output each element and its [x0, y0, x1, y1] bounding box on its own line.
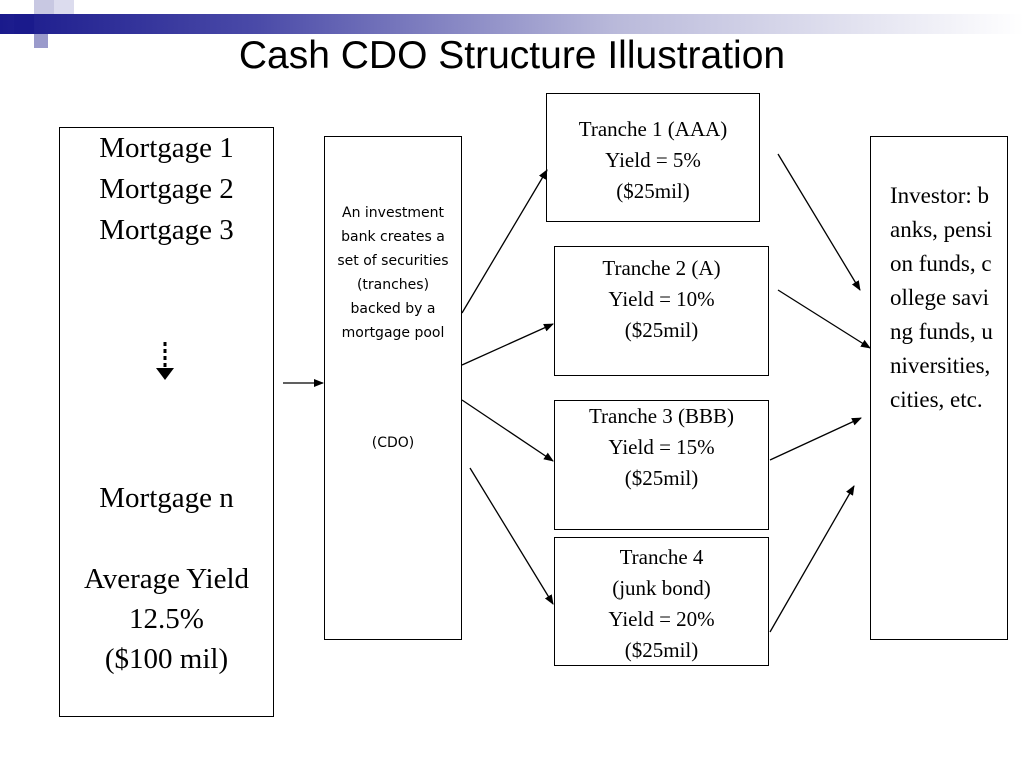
mortgage-item: Mortgage 3 [99, 214, 234, 246]
pool-total: ($100 mil) [104, 643, 229, 675]
mortgage-item: Mortgage 2 [99, 173, 234, 205]
cdo-label: (CDO) [371, 435, 415, 451]
average-yield-label: Average Yield [83, 563, 250, 595]
tranche-yield: Yield = 20% [608, 607, 715, 631]
tranche-yield: Yield = 15% [608, 435, 715, 459]
mortgage-n: Mortgage n [99, 482, 234, 514]
mortgage-item: Mortgage 1 [99, 132, 234, 164]
arrow-tranche-3-to-investor [769, 417, 862, 461]
arrow-tranche-2-to-investor [777, 289, 871, 349]
investment-bank-box: An investment bank creates a set of secu… [324, 136, 462, 640]
tranche-yield: Yield = 10% [608, 287, 715, 311]
arrow-tranche-1-to-investor [777, 153, 861, 291]
header-square-pale [54, 0, 74, 14]
arrow-bank-to-tranche-1 [461, 169, 548, 314]
tranche-amount: ($25mil) [616, 179, 690, 203]
slide-header-bar [0, 14, 1024, 34]
average-yield-value: 12.5% [129, 603, 204, 635]
tranche-2-box: Tranche 2 (A) Yield = 10% ($25mil) [554, 246, 769, 376]
header-square-dark [14, 14, 34, 34]
average-yield-block: Average Yield 12.5% ($100 mil) [60, 559, 273, 679]
header-square-mid [34, 34, 48, 48]
mortgage-list: Mortgage 1 Mortgage 2 Mortgage 3 [60, 128, 273, 251]
tranche-name: Tranche 2 (A) [602, 256, 721, 280]
arrow-bank-to-tranche-2 [461, 323, 554, 366]
dotted-down-arrow-icon [156, 342, 174, 380]
arrow-bank-to-tranche-3 [461, 399, 554, 462]
bank-description: An investment bank creates a set of secu… [337, 205, 449, 341]
investor-box: Investor: banks, pension funds, college … [870, 136, 1008, 640]
arrow-bank-to-tranche-4 [469, 467, 554, 605]
tranche-name: Tranche 3 (BBB) [588, 404, 735, 428]
tranche-3-box: Tranche 3 (BBB) Yield = 15% ($25mil) [554, 400, 769, 530]
mortgage-pool-box: Mortgage 1 Mortgage 2 Mortgage 3 Mortgag… [59, 127, 274, 717]
investor-text: Investor: banks, pension funds, college … [890, 183, 993, 412]
tranche-yield: Yield = 5% [605, 148, 701, 172]
arrow-tranche-4-to-investor [769, 485, 855, 633]
tranche-4-box: Tranche 4 (junk bond) Yield = 20% ($25mi… [554, 537, 769, 666]
slide-title: Cash CDO Structure Illustration [238, 34, 786, 77]
tranche-name: Tranche 4 [619, 545, 704, 569]
tranche-amount: ($25mil) [624, 466, 699, 490]
tranche-name: Tranche 1 (AAA) [578, 117, 728, 141]
header-square-light [34, 0, 54, 14]
tranche-1-box: Tranche 1 (AAA) Yield = 5% ($25mil) [546, 93, 760, 222]
tranche-type: (junk bond) [612, 576, 711, 600]
tranche-amount: ($25mil) [624, 638, 699, 662]
tranche-amount: ($25mil) [624, 318, 699, 342]
